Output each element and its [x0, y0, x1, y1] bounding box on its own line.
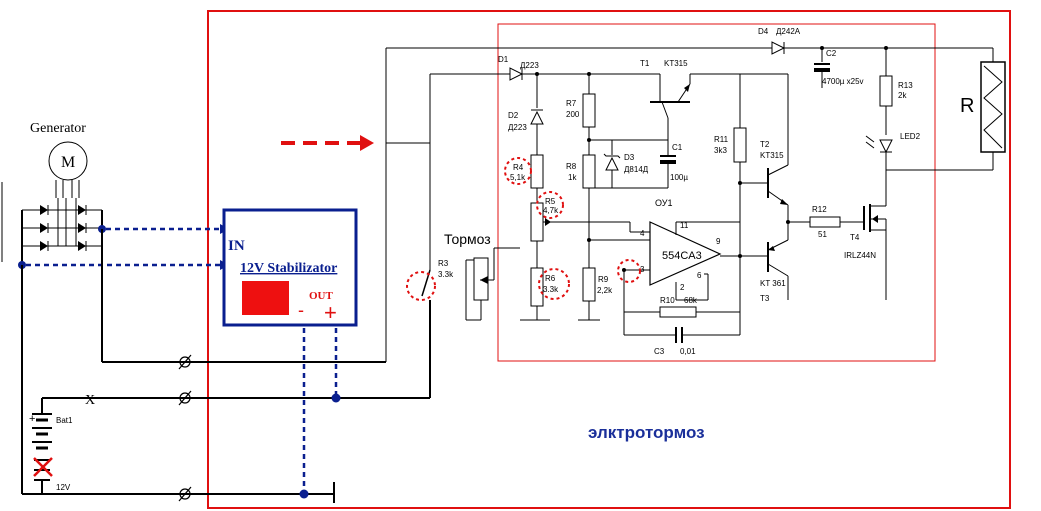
d2-value: Д223 [508, 123, 527, 132]
stab-red-block [242, 281, 289, 315]
pin6: 6 [697, 271, 702, 280]
d1-label: D1 [498, 55, 509, 64]
r9-value: 2,2k [597, 286, 613, 295]
stabilizer-box: IN 12V Stabilizator OUT - + [222, 208, 358, 327]
r7-label: R7 [566, 99, 577, 108]
t1-label: T1 [640, 59, 650, 68]
motor-icon [48, 141, 88, 181]
d4-value: Д242А [776, 27, 801, 36]
c1-label: C1 [672, 143, 683, 152]
led2-label: LED2 [900, 132, 921, 141]
r5-label: R5 [545, 197, 556, 206]
x-mark: X [85, 393, 95, 408]
r6-label: R6 [545, 274, 556, 283]
bat-plus: + [29, 413, 35, 425]
pin11: 11 [680, 221, 689, 230]
opamp-name: ОУ1 [655, 198, 673, 208]
r12-label: R12 [812, 205, 827, 214]
t3-label: T3 [760, 294, 770, 303]
r13-value: 2k [898, 91, 907, 100]
generator-block: Generator M [1, 121, 106, 269]
d3-label: D3 [624, 153, 635, 162]
r4-label: R4 [513, 163, 524, 172]
c1-value: 100µ [670, 173, 688, 182]
outer-frame [207, 10, 1011, 509]
r3-value: 3.3k [438, 270, 454, 279]
load-label: R [960, 95, 974, 117]
battery: Bat1 12V + [29, 398, 73, 494]
r6-value: 3.3k [543, 285, 559, 294]
generator-label: Generator [30, 121, 86, 136]
brake-label: Тормоз [444, 231, 491, 247]
c3-value: 0,01 [680, 347, 696, 356]
c3-label: C3 [654, 347, 665, 356]
bat-voltage: 12V [56, 483, 71, 492]
bat-label: Bat1 [56, 416, 73, 425]
r5-value: 4,7k [543, 206, 559, 215]
c2-label: C2 [826, 49, 837, 58]
t3-value: KT 361 [760, 279, 786, 288]
d1-value: Д223 [520, 61, 539, 70]
circuit-title: элктротормоз [588, 423, 705, 442]
r11-value: 3k3 [714, 146, 727, 155]
red-arrow-icon [360, 135, 374, 151]
r7-value: 200 [566, 110, 580, 119]
stab-plus: + [324, 300, 337, 325]
r4-value: 5,1k [510, 173, 526, 182]
r12-value: 51 [818, 230, 827, 239]
t4-value: IRLZ44N [844, 251, 876, 260]
opamp: ОУ1 554CA3 4 3 9 11 2 6 [640, 198, 722, 292]
t2-label: T2 [760, 140, 770, 149]
r9-label: R9 [598, 275, 609, 284]
t1-value: KT315 [664, 59, 688, 68]
opamp-part: 554CA3 [662, 250, 702, 262]
r3-label: R3 [438, 259, 449, 268]
r10-label: R10 [660, 296, 675, 305]
pin4: 4 [640, 229, 645, 238]
d4-label: D4 [758, 27, 769, 36]
pin9: 9 [716, 237, 721, 246]
t4-label: T4 [850, 233, 860, 242]
r8-label: R8 [566, 162, 577, 171]
d3-value: Д814Д [624, 165, 649, 174]
stab-minus: - [298, 300, 304, 320]
stab-title: 12V Stabilizator [240, 261, 337, 276]
r13-label: R13 [898, 81, 913, 90]
r11-label: R11 [714, 135, 729, 144]
stab-out-label: OUT [309, 290, 334, 302]
r10-value: 68k [684, 296, 698, 305]
t2-value: KT315 [760, 151, 784, 160]
motor-letter: M [61, 154, 75, 171]
inner-frame [497, 23, 936, 362]
stab-in-label: IN [228, 238, 245, 254]
d2-label: D2 [508, 111, 519, 120]
pin2: 2 [680, 283, 685, 292]
r8-value: 1k [568, 173, 577, 182]
c2-value: 4700µ x25v [822, 77, 864, 86]
